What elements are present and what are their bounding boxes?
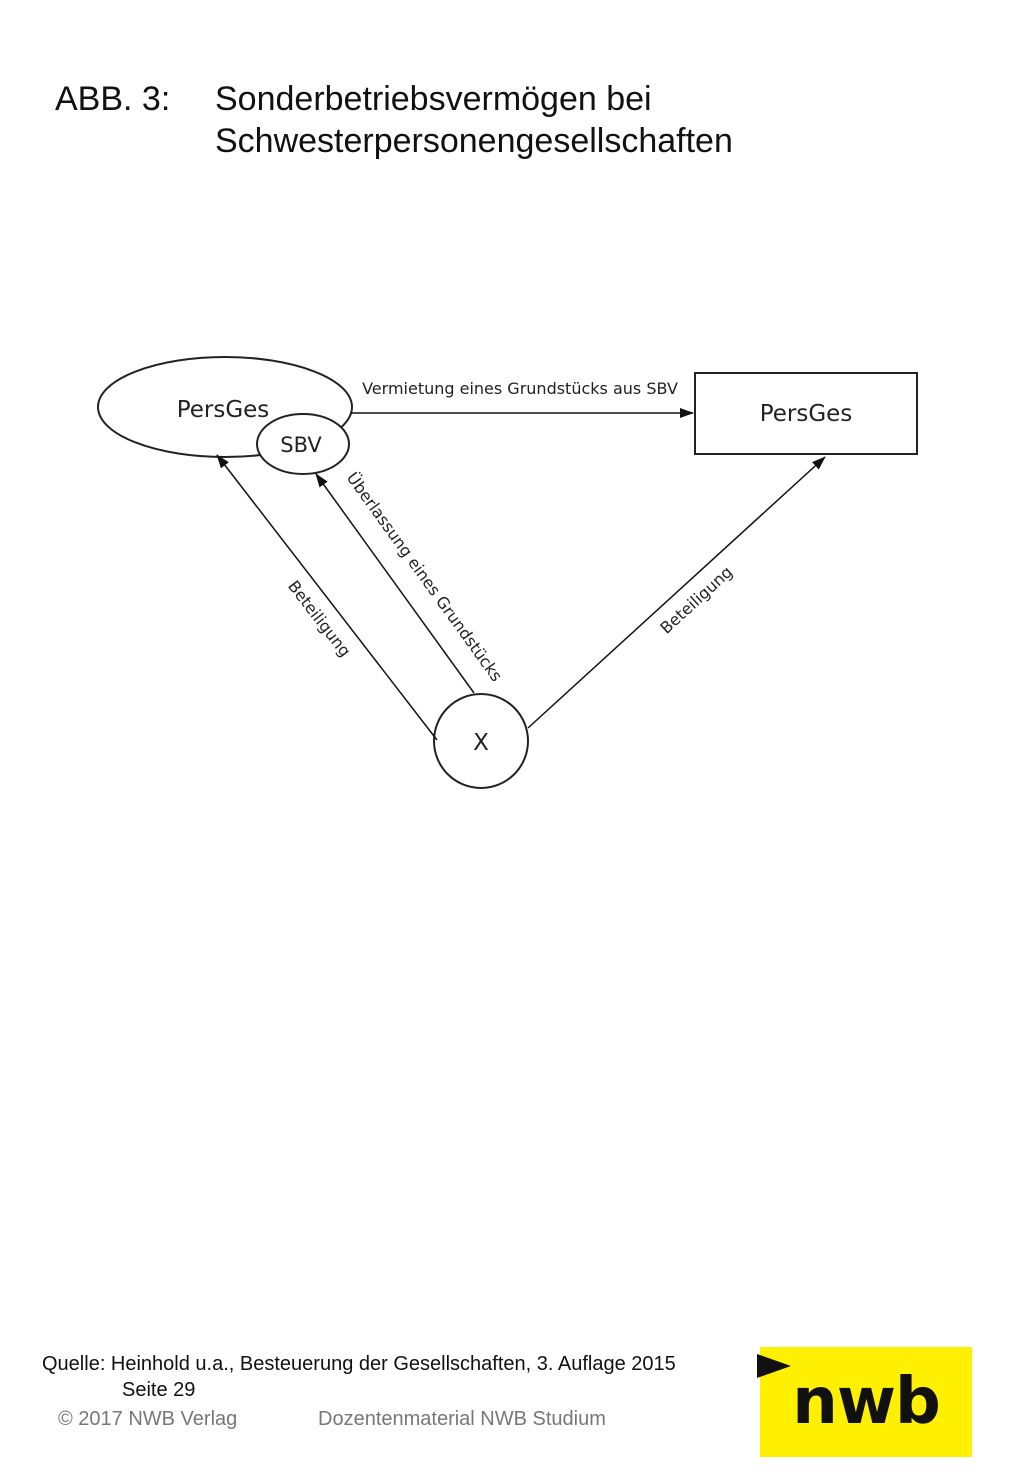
edge-beteiligung-left-arrow xyxy=(216,454,438,741)
logo-arrow-icon xyxy=(757,1354,791,1378)
edge-vermietung-label: Vermietung eines Grundstücks aus SBV xyxy=(362,379,678,398)
persges-left-label: PersGes xyxy=(177,397,270,423)
nwb-logo: nwb xyxy=(760,1347,972,1457)
edge-ueberlassung-arrow xyxy=(315,473,475,694)
copyright-notice: © 2017 NWB Verlag xyxy=(58,1408,238,1430)
figure-title-line-2: Schwesterpersonengesellschaften xyxy=(215,122,733,160)
source-page: Seite 29 xyxy=(122,1379,196,1401)
figure-title-line-1: Sonderbetriebsvermögen bei xyxy=(215,80,652,118)
sbv-label: SBV xyxy=(280,433,322,457)
relationship-diagram: PersGes SBV PersGes X Vermietung eines G… xyxy=(97,356,918,789)
figure-label: ABB. 3: xyxy=(55,80,171,118)
edge-beteiligung-right-arrow xyxy=(527,456,826,729)
edge-ueberlassung-label: Überlassung eines Grundstücks xyxy=(343,469,506,685)
source-citation: Quelle: Heinhold u.a., Besteuerung der G… xyxy=(42,1353,676,1375)
figure-title: Sonderbetriebsvermögen bei Schwesterpers… xyxy=(215,78,733,162)
partner-x-label: X xyxy=(473,730,489,756)
persges-right-label: PersGes xyxy=(760,401,853,427)
partner-x-circle xyxy=(433,693,529,789)
persges-right-box xyxy=(694,372,918,455)
sbv-ellipse xyxy=(256,413,350,475)
material-notice: Dozentenmaterial NWB Studium xyxy=(318,1408,606,1430)
